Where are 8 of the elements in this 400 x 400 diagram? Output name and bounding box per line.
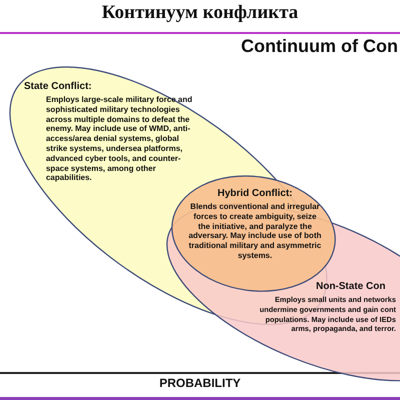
heading: Continuum of Con (241, 36, 398, 57)
ellipse-heading: State Conflict: (24, 80, 93, 92)
ellipse-heading: Non-State Con (316, 280, 386, 292)
ellipse-heading: Hybrid Conflict: (216, 188, 294, 199)
ellipse-description: Employs large-scale military force and sophisticated military technologies across multiple domains to defeat the enemy. May include use of WMD, anti-access/area denial systems, global strike systems, undersea platforms, advanced cyber tools, and counter-space systems, among other capabilities. (46, 94, 194, 184)
diagram-title: Континуум конфликта (100, 1, 300, 25)
ellipse-description: Blends conventional and irregular forces to create ambiguity, seize the initiative, and paralyze the adversary. May include use of both traditional military and asymmetric systems. (188, 202, 322, 261)
axis-label: PROBABILITY (158, 376, 242, 390)
